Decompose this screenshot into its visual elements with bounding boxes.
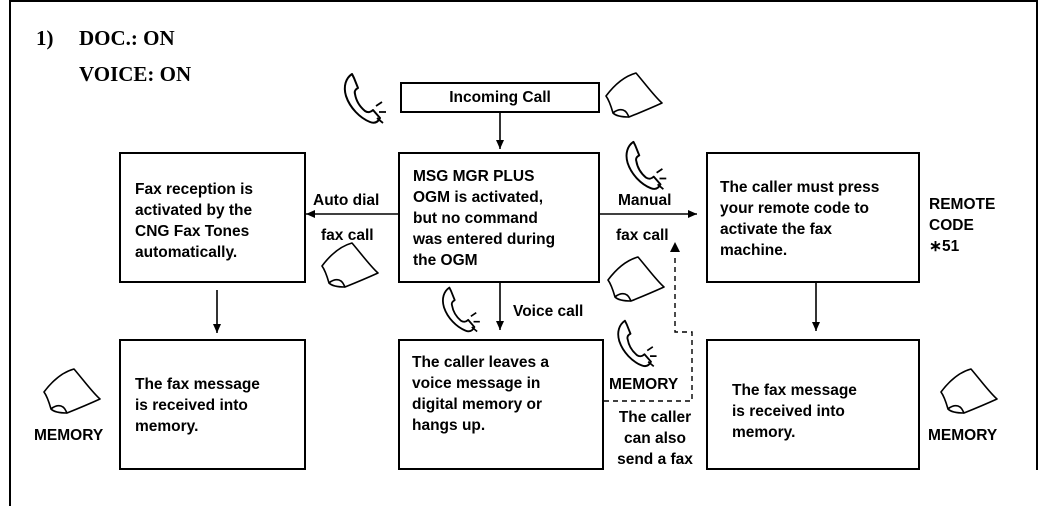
mode-number: 1): [36, 26, 54, 50]
frame-right-border: [1036, 0, 1038, 470]
fax-paper-icon: [605, 72, 663, 118]
telephone-handset-icon: [617, 319, 657, 368]
memory-label-right: MEMORY: [928, 427, 998, 444]
memory-label-center: MEMORY: [609, 376, 679, 393]
fax-received-memory-box-right: The fax message is received into memory.: [706, 339, 920, 470]
mode-doc-setting: DOC.: ON: [79, 26, 175, 50]
mode-voice-setting: VOICE: ON: [79, 62, 192, 86]
fax-paper-icon: [940, 368, 998, 414]
fax-call-label-left: fax call: [321, 227, 374, 244]
fax-call-label-right: fax call: [616, 227, 669, 244]
auto-dial-label: Auto dial: [313, 192, 380, 209]
remote-code-instruction-box: The caller must press your remote code t…: [706, 152, 920, 283]
telephone-handset-icon: [343, 73, 386, 124]
fax-paper-icon: [43, 368, 101, 414]
telephone-handset-icon: [442, 286, 480, 333]
telephone-handset-icon: [625, 140, 667, 190]
frame-left-border: [9, 0, 11, 506]
remote-code-label: REMOTE CODE ∗51: [929, 196, 996, 255]
fax-paper-icon: [607, 256, 665, 302]
memory-label-left: MEMORY: [34, 427, 104, 444]
voice-call-label: Voice call: [513, 303, 584, 320]
msg-mgr-plus-box: MSG MGR PLUS OGM is activated, but no co…: [398, 152, 600, 283]
incoming-call-box: Incoming Call: [400, 82, 600, 113]
voice-message-box: The caller leaves a voice message in dig…: [398, 339, 604, 470]
manual-label: Manual: [618, 192, 672, 209]
fax-paper-icon: [321, 242, 379, 288]
fax-reception-box: Fax reception is activated by the CNG Fa…: [119, 152, 306, 283]
dashed-path-memory-to-manual-fax: [604, 255, 693, 402]
caller-can-also-send-fax-label: The caller can also send a fax: [617, 409, 693, 468]
frame-top-border: [9, 0, 1038, 2]
fax-received-memory-box-left: The fax message is received into memory.: [119, 339, 306, 470]
